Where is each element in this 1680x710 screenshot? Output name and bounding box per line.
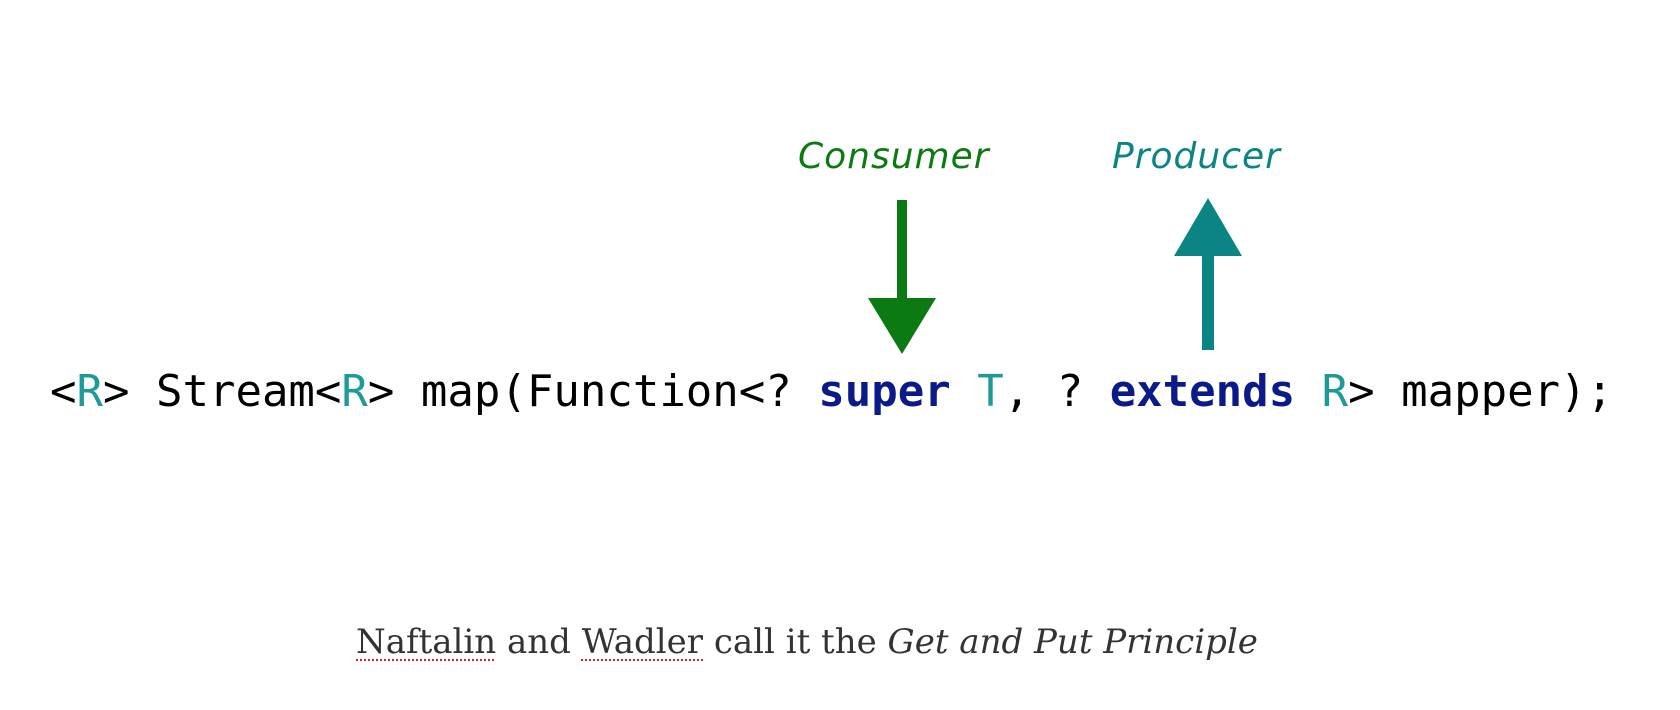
author-name-naftalin: Naftalin xyxy=(356,622,497,662)
caption-and: and xyxy=(496,622,582,662)
principle-name: Get and Put Principle xyxy=(887,622,1258,662)
code-token-keyword: super xyxy=(818,366,951,417)
code-token-type: R xyxy=(341,366,368,417)
code-token-type: R xyxy=(76,366,104,417)
code-token-plain: < xyxy=(50,366,77,417)
code-token-plain xyxy=(1295,366,1322,417)
caption-middle: call it the xyxy=(703,622,888,662)
code-token-plain: , ? xyxy=(1003,366,1110,417)
caption: Naftalin and Wadler call it the Get and … xyxy=(356,622,1258,662)
code-token-plain xyxy=(951,366,978,417)
author-name-wadler: Wadler xyxy=(581,622,704,662)
code-token-plain: > map(Function<? xyxy=(367,366,819,417)
method-signature-code: <R> Stream<R> map(Function<? super T, ? … xyxy=(50,364,1613,420)
producer-up-arrow-icon xyxy=(1174,198,1242,350)
consumer-label: Consumer xyxy=(798,136,990,177)
code-token-type: T xyxy=(977,366,1004,417)
code-token-keyword: extends xyxy=(1109,366,1296,417)
consumer-down-arrow-icon xyxy=(868,200,936,354)
code-token-plain: > mapper); xyxy=(1348,366,1614,417)
code-token-type: R xyxy=(1321,366,1349,417)
producer-label: Producer xyxy=(1112,136,1281,177)
code-token-plain: > Stream< xyxy=(103,366,342,417)
